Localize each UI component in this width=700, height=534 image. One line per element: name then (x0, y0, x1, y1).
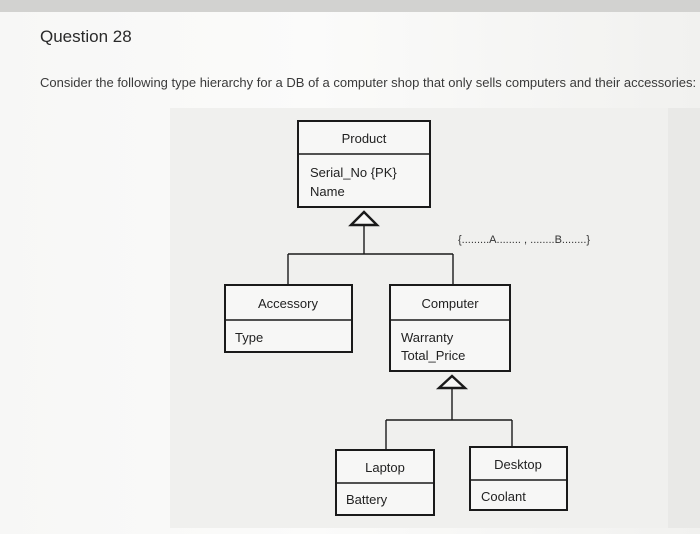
computer-attr-total-price: Total_Price (401, 348, 465, 363)
product-generalization-triangle (348, 210, 380, 227)
desktop-entity-box (469, 446, 568, 511)
desktop-name: Desktop (494, 457, 542, 472)
laptop-name: Laptop (365, 460, 405, 475)
right-shadow (668, 108, 700, 528)
computer-generalization-triangle (435, 374, 469, 390)
computer-entity-box (389, 284, 511, 372)
product-attr-serial: Serial_No {PK} (310, 165, 397, 180)
product-entity-box (297, 120, 431, 208)
desktop-attr-coolant: Coolant (481, 489, 526, 504)
computer-attr-warranty: Warranty (401, 330, 454, 345)
accessory-attr-type: Type (235, 330, 263, 345)
top-band (0, 0, 700, 12)
question-title: Question 28 (40, 27, 132, 46)
constraint-label: {.........A........ , ........B........} (458, 234, 590, 246)
laptop-attr-battery: Battery (346, 492, 388, 507)
accessory-name: Accessory (258, 296, 318, 311)
product-name: Product (342, 131, 387, 146)
question-text: Consider the following type hierarchy fo… (40, 75, 697, 90)
accessory-entity-box (224, 284, 353, 353)
computer-name: Computer (421, 296, 479, 311)
product-attr-name: Name (310, 184, 345, 199)
